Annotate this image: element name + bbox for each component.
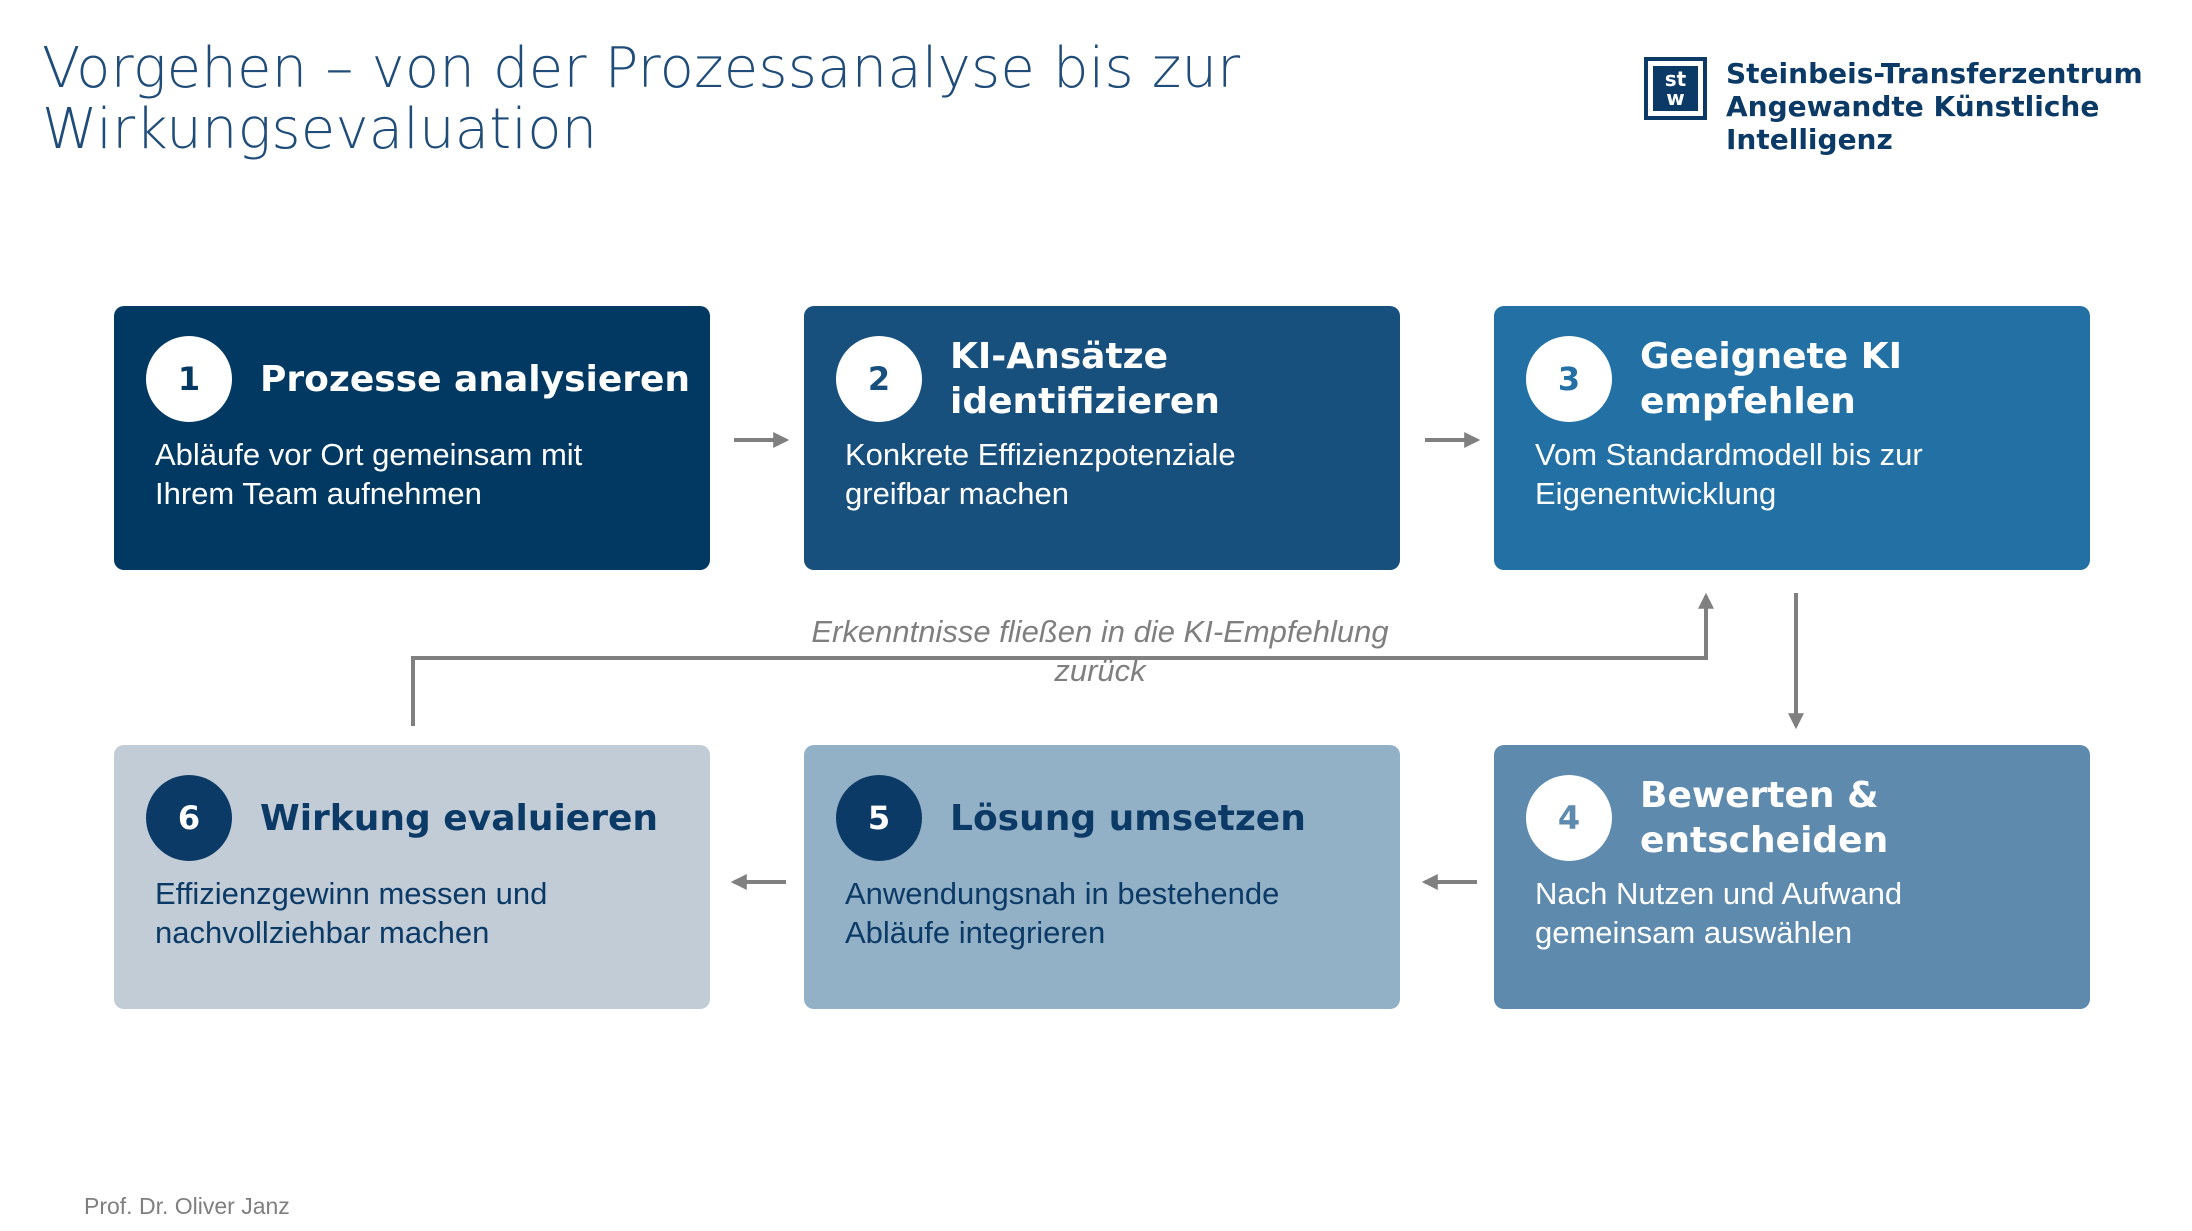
step-number-badge-4: 4	[1526, 775, 1612, 861]
step-number-badge-2: 2	[836, 336, 922, 422]
step-title-1: Prozesse analysieren	[260, 358, 691, 400]
step-number-badge-6: 6	[146, 775, 232, 861]
logo-mark-icon: st w	[1644, 57, 1707, 120]
step-number-badge-5: 5	[836, 775, 922, 861]
step-number-badge-1: 1	[146, 336, 232, 422]
logo-line3: Intelligenz	[1726, 123, 1893, 156]
step-description-2: Konkrete Effizienzpotenziale greifbar ma…	[845, 437, 1236, 511]
page-title-line1: Vorgehen – von der Prozessanalyse bis zu…	[42, 36, 1241, 101]
step-box-1: 1 Prozesse analysieren Abläufe vor Ort g…	[114, 306, 710, 570]
step-description-3: Vom Standardmodell bis zur Eigenentwickl…	[1535, 437, 1923, 511]
step-title-4: Bewerten & entscheiden	[1640, 775, 1889, 861]
step-description-6: Effizienzgewinn messen und nachvollziehb…	[155, 876, 548, 950]
step-box-4: 4 Bewerten & entscheiden Nach Nutzen und…	[1494, 745, 2090, 1009]
step-box-5: 5 Lösung umsetzen Anwendungsnah in beste…	[804, 745, 1400, 1009]
footer-author: Prof. Dr. Oliver Janz	[84, 1193, 290, 1219]
feedback-loop-arrow	[411, 592, 1714, 726]
step-description-1: Abläufe vor Ort gemeinsam mit Ihrem Team…	[155, 437, 583, 511]
step-number-badge-3: 3	[1526, 336, 1612, 422]
feedback-label-line1: Erkenntnisse fließen in die KI-Empfehlun…	[811, 614, 1389, 649]
feedback-label: Erkenntnisse fließen in die KI-Empfehlun…	[700, 612, 1500, 690]
step-box-3: 3 Geeignete KI empfehlen Vom Standardmod…	[1494, 306, 2090, 570]
feedback-label-line2: zurück	[1054, 653, 1146, 688]
logo-wordmark: Steinbeis-Transferzentrum Angewandte Kün…	[1726, 57, 2156, 156]
logo-line1: Steinbeis-Transferzentrum	[1726, 57, 2143, 90]
step-box-6: 6 Wirkung evaluieren Effizienzgewinn mes…	[114, 745, 710, 1009]
step-title-2: KI-Ansätze identifizieren	[950, 336, 1220, 422]
logo-line2: Angewandte Künstliche	[1726, 90, 2100, 123]
page-title-line2: Wirkungsevaluation	[42, 97, 598, 162]
logo-mark-bottom: w	[1666, 85, 1685, 110]
page-title: Vorgehen – von der Prozessanalyse bis zu…	[42, 38, 1342, 160]
step-title-6: Wirkung evaluieren	[260, 797, 659, 839]
step-description-4: Nach Nutzen und Aufwand gemeinsam auswäh…	[1535, 876, 1903, 950]
step-title-5: Lösung umsetzen	[950, 797, 1306, 839]
step-description-5: Anwendungsnah in bestehende Abläufe inte…	[845, 876, 1280, 950]
logo-mark-top: st	[1664, 66, 1687, 91]
step-title-3: Geeignete KI empfehlen	[1640, 336, 1902, 422]
step-box-2: 2 KI-Ansätze identifizieren Konkrete Eff…	[804, 306, 1400, 570]
